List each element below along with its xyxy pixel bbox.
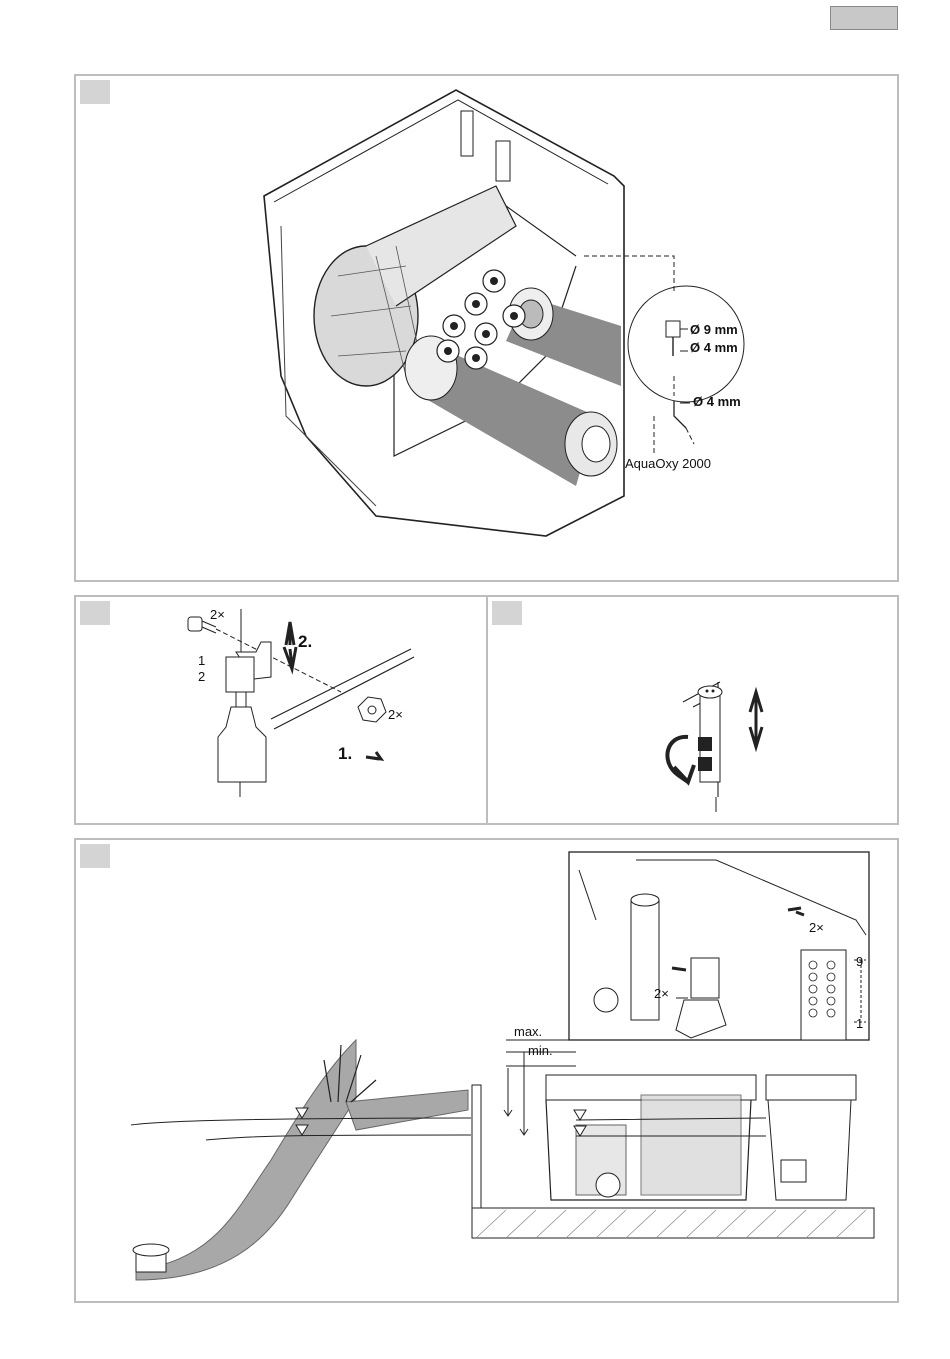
label-screw-quantity: 2× [210,607,225,622]
pond-installation-illustration: 2× 2× 9 1 max. [76,840,899,1303]
label-step-2: 2. [298,632,312,651]
label-water-max: max. [514,1024,542,1039]
figure-panel-installation-levels: 2× 2× 9 1 max. [74,838,899,1303]
aerator-adjust-illustration [488,597,899,825]
label-step-1: 1. [338,744,352,763]
label-water-min: min. [528,1043,553,1058]
label-diameter-4mm-side: Ø 4 mm [693,394,741,409]
label-diameter-9mm: Ø 9 mm [690,322,738,337]
label-nut-quantity: 2× [388,707,403,722]
label-aquaoxy-device: AquaOxy 2000 [625,456,711,471]
page-corner-tab [830,6,898,30]
label-inset-quantity-top: 2× [809,920,824,935]
valve-mounting-illustration: 2× 2× 1 2 1. 2. [76,597,488,825]
label-slot-9: 9 [856,954,863,969]
figure-panel-aerator-adjust [486,595,899,825]
filter-housing-illustration: Ø 9 mm Ø 4 mm Ø 4 mm AquaOxy 2000 [76,76,899,582]
label-slot-1: 1 [856,1016,863,1031]
label-part-2: 2 [198,669,205,684]
label-inset-quantity-side: 2× [654,986,669,1001]
figure-panel-valve-mounting: 2× 2× 1 2 1. 2. [74,595,488,825]
label-diameter-4mm-top: Ø 4 mm [690,340,738,355]
figure-panel-filter-overview: Ø 9 mm Ø 4 mm Ø 4 mm AquaOxy 2000 [74,74,899,582]
label-part-1: 1 [198,653,205,668]
